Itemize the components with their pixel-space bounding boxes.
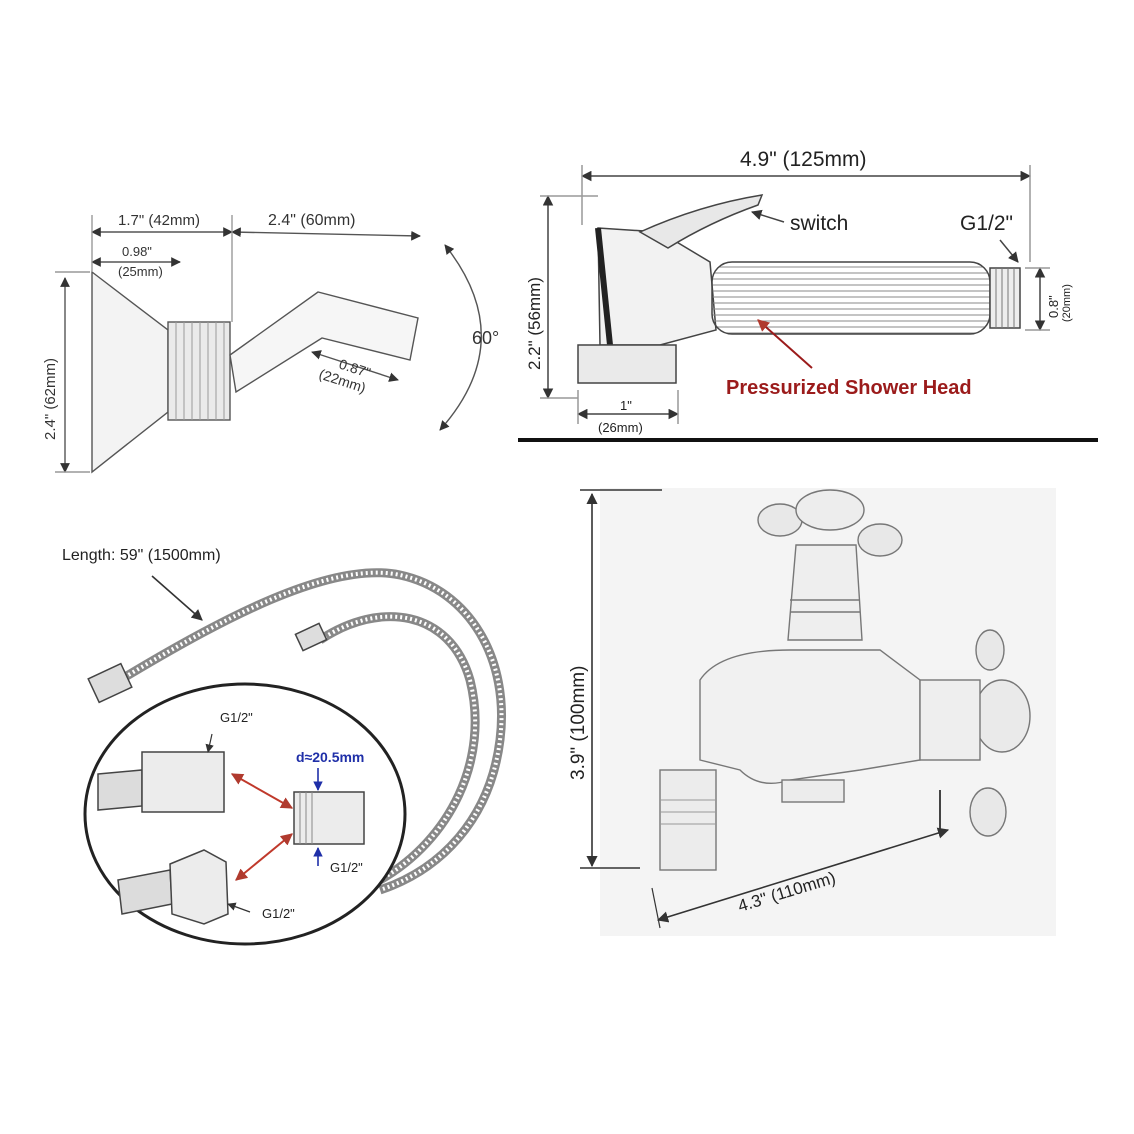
sprayer-thread-label: G1/2" <box>960 212 1013 235</box>
holder-base-mm: (25mm) <box>118 264 163 279</box>
wall-holder-drawing <box>55 215 482 474</box>
valve-outlet-shape <box>659 769 717 871</box>
sprayer-nozzle-mm: (26mm) <box>598 420 643 435</box>
valve-upper-body-shape <box>787 544 863 641</box>
hose-length-label: Length: 59" (1500mm) <box>62 547 221 564</box>
holder-angle: 60° <box>472 328 499 348</box>
valve-height: 3.9" (100mm) <box>568 666 589 780</box>
holder-arm-length: 2.4" (60mm) <box>268 212 355 229</box>
holder-arm-shape <box>229 291 419 394</box>
hose-drawing <box>83 568 506 946</box>
sprayer-switch-label: switch <box>790 212 848 235</box>
sprayer-switch-shape <box>638 194 764 249</box>
sprayer-head-shape <box>597 227 717 346</box>
sprayer-thread-shape <box>989 267 1021 329</box>
hose-top-fitting-shape <box>141 751 225 813</box>
sprayer-height: 2.2" (56mm) <box>525 277 544 370</box>
hose-end-left-shape <box>87 662 133 704</box>
hose-thread-adapter: G1/2" <box>330 860 363 875</box>
holder-width-total: 1.7" (42mm) <box>118 212 200 229</box>
hose-thread-bottom: G1/2" <box>262 906 295 921</box>
hose-thread-top: G1/2" <box>220 710 253 725</box>
valve-spout-shape <box>699 649 921 784</box>
sprayer-length: 4.9" (125mm) <box>740 148 867 171</box>
holder-nut-shape <box>167 321 231 421</box>
sprayer-thread-in: 0.8" <box>1046 295 1061 318</box>
hose-diameter: d≈20.5mm <box>296 749 364 765</box>
valve-drawing <box>580 488 1056 936</box>
sprayer-nozzle-in: 1" <box>620 398 632 413</box>
sprayer-thread-mm: (20mm) <box>1061 284 1073 322</box>
hose-bottom-fitting-shape <box>169 849 229 925</box>
holder-base-shape <box>91 270 169 474</box>
sprayer-head-label: Pressurized Shower Head <box>726 377 972 399</box>
sprayer-barrel-shape <box>711 261 991 335</box>
hand-sprayer-drawing <box>540 165 1050 424</box>
holder-height: 2.4" (62mm) <box>42 358 59 440</box>
sprayer-nozzle-shape <box>577 344 677 384</box>
hose-adapter-shape <box>293 791 365 845</box>
valve-side-handle-shape <box>973 679 1031 753</box>
holder-base-in: 0.98" <box>122 244 152 259</box>
hose-end-right-shape <box>294 622 328 652</box>
